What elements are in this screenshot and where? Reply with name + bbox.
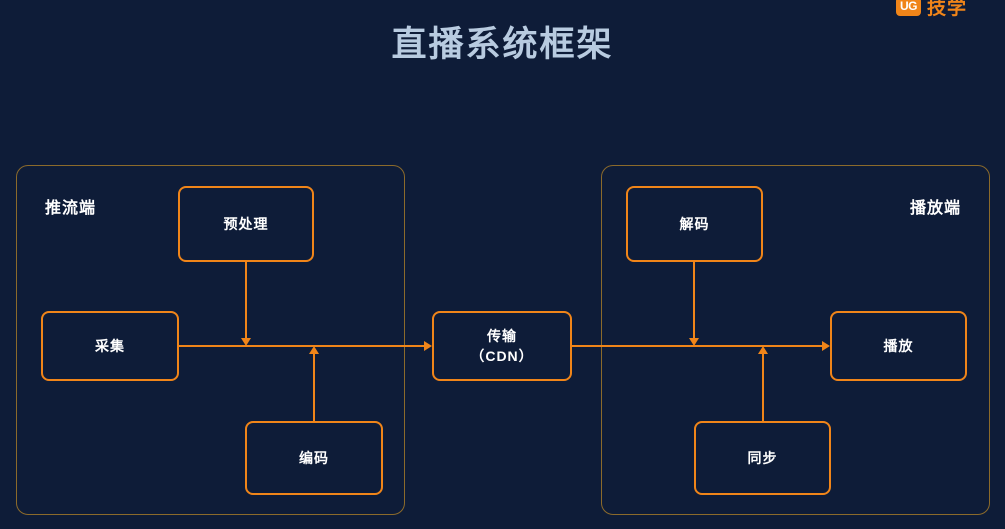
node-transport-label-line1: 传输 (487, 327, 517, 344)
panel-push-side: 推流端 (16, 165, 405, 515)
panel-play-side: 播放端 (601, 165, 990, 515)
node-decode-label: 解码 (679, 215, 710, 232)
arrowhead-into-playback (822, 341, 830, 351)
node-capture[interactable]: 采集 (41, 311, 179, 381)
node-decode[interactable]: 解码 (626, 186, 763, 262)
node-preprocess-label: 预处理 (223, 215, 269, 232)
node-preprocess[interactable]: 预处理 (178, 186, 314, 262)
watermark-logo: UG 技学 (896, 0, 967, 20)
watermark-badge: UG (896, 0, 921, 16)
connector-preprocess-to-trunk (245, 262, 247, 338)
page-title: 直播系统框架 (391, 25, 614, 64)
connector-sync-to-trunk (762, 354, 764, 421)
panel-play-side-label: 播放端 (909, 200, 961, 217)
node-playback-label: 播放 (883, 337, 914, 354)
arrowhead-sync-up (758, 346, 768, 354)
node-transport-label-line2: （CDN） (470, 348, 534, 364)
node-capture-label: 采集 (95, 337, 125, 354)
connector-encode-to-trunk (313, 354, 315, 421)
connector-transport-to-playback (572, 345, 822, 347)
panel-push-side-label: 推流端 (45, 200, 97, 217)
node-sync[interactable]: 同步 (694, 421, 831, 495)
node-sync-label: 同步 (747, 449, 778, 466)
arrowhead-decode-down (689, 338, 699, 346)
arrowhead-encode-up (309, 346, 319, 354)
node-encode-label: 编码 (299, 449, 329, 466)
arrowhead-preprocess-down (241, 338, 251, 346)
node-transport-cdn[interactable]: 传输 （CDN） (432, 311, 572, 381)
node-encode[interactable]: 编码 (245, 421, 383, 495)
node-playback[interactable]: 播放 (830, 311, 967, 381)
connector-capture-to-transport (179, 345, 424, 347)
connector-decode-to-trunk (693, 262, 695, 338)
arrowhead-into-transport (424, 341, 432, 351)
watermark-text: 技学 (927, 0, 968, 19)
